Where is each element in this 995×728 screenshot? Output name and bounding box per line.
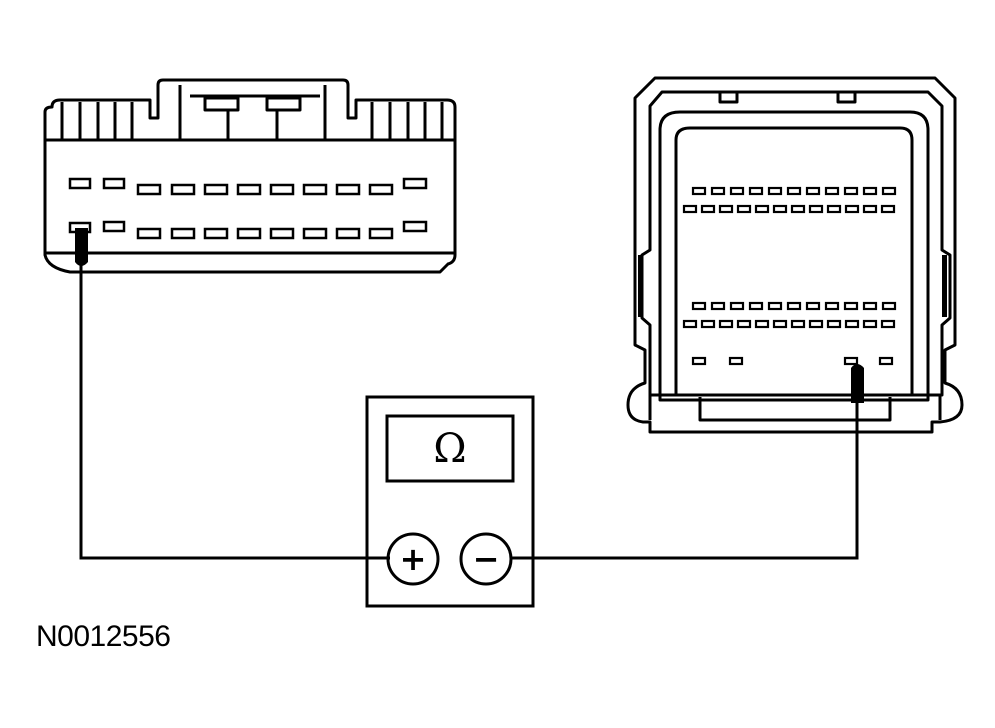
- right-connector-pins: [682, 186, 897, 366]
- figure-reference-id: N0012556: [36, 620, 171, 653]
- positive-lead-wire: [79, 265, 390, 560]
- ohmmeter: [365, 395, 535, 608]
- ohm-symbol: Ω: [433, 426, 466, 472]
- test-leads: [79, 265, 859, 560]
- left-probe: [75, 228, 88, 266]
- negative-terminal-label: −: [473, 540, 500, 578]
- left-connector-pins: [68, 177, 428, 240]
- right-connector: [626, 76, 964, 434]
- ohmmeter-body: [365, 395, 535, 608]
- right-probe: [851, 364, 864, 403]
- right-connector-side-latches: [638, 255, 947, 317]
- negative-lead-wire: [510, 403, 859, 560]
- negative-terminal: [459, 532, 513, 586]
- positive-terminal: [386, 532, 440, 586]
- left-connector: [43, 78, 457, 274]
- ohmmeter-display: [385, 414, 515, 483]
- positive-terminal-label: +: [400, 540, 427, 578]
